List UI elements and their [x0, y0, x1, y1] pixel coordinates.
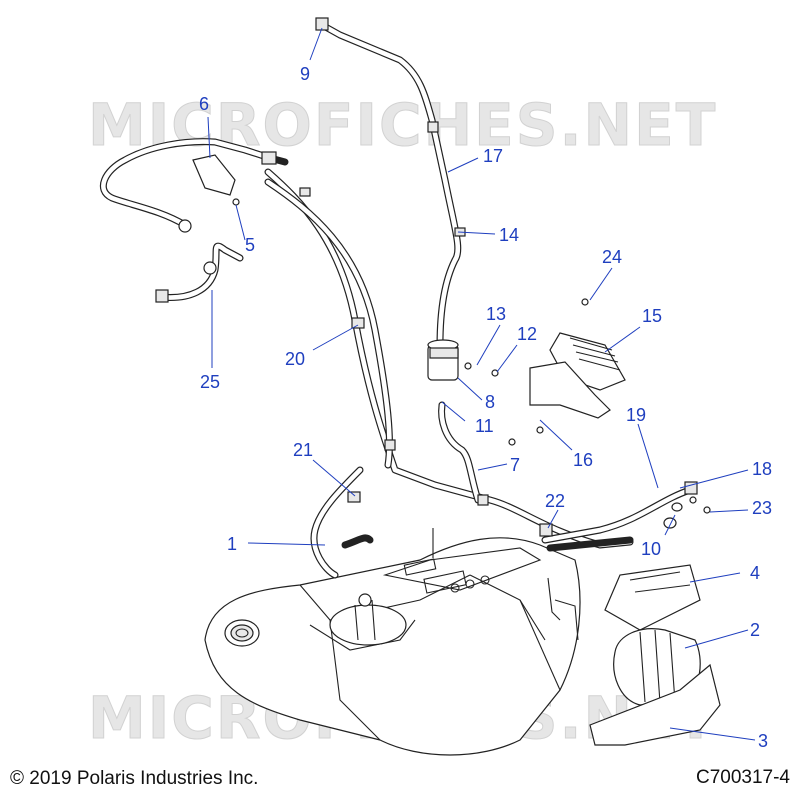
- fuel-filter-8: [427, 339, 459, 381]
- callout-17: 17: [483, 146, 503, 166]
- copyright-notice: © 2019 Polaris Industries Inc.: [10, 768, 259, 789]
- fuel-tank: [204, 528, 581, 756]
- callout-6: 6: [199, 94, 209, 114]
- callout-5: 5: [245, 235, 255, 255]
- callout-20: 20: [285, 349, 305, 369]
- heat-shield-4: [604, 564, 701, 631]
- callout-19: 19: [626, 405, 646, 425]
- fuel-cap: [224, 619, 260, 647]
- callout-18: 18: [752, 459, 772, 479]
- callout-22: 22: [545, 491, 565, 511]
- callout-25: 25: [200, 372, 220, 392]
- bracket-3: [589, 663, 721, 746]
- callout-11: 11: [475, 416, 494, 436]
- bracket-16: [508, 361, 611, 446]
- callout-1: 1: [227, 534, 237, 554]
- watermark-top: MICROFICHES.NET: [88, 91, 717, 159]
- callout-9: 9: [300, 64, 310, 84]
- callout-24: 24: [602, 247, 622, 267]
- callout-8: 8: [485, 392, 495, 412]
- callout-7: 7: [510, 455, 520, 475]
- callout-15: 15: [642, 306, 662, 326]
- drawing-number: C700317-4: [695, 767, 790, 788]
- fuel-line-25: [155, 242, 244, 303]
- clamp-10: [663, 502, 683, 529]
- callout-21: 21: [293, 440, 313, 460]
- leader-lines: [207, 27, 756, 741]
- connector-6-bracket: [178, 151, 277, 233]
- callout-23: 23: [752, 498, 772, 518]
- callout-10: 10: [641, 539, 661, 559]
- vent-line-17: [315, 17, 466, 349]
- callout-12: 12: [517, 324, 537, 344]
- callout-2: 2: [750, 620, 760, 640]
- callout-14: 14: [499, 225, 519, 245]
- callout-13: 13: [486, 304, 506, 324]
- fastener-12: [464, 362, 499, 377]
- fuel-line-11: [438, 401, 482, 504]
- callout-4: 4: [750, 563, 760, 583]
- callout-16: 16: [573, 450, 593, 470]
- fuel-line-20: [264, 178, 393, 549]
- fuel-line-19: [541, 481, 711, 552]
- callout-labels: 1 2 3 4 5 6 7 8 9 10 11 12 13 14 15 16 1…: [199, 64, 772, 751]
- callout-3: 3: [758, 731, 768, 751]
